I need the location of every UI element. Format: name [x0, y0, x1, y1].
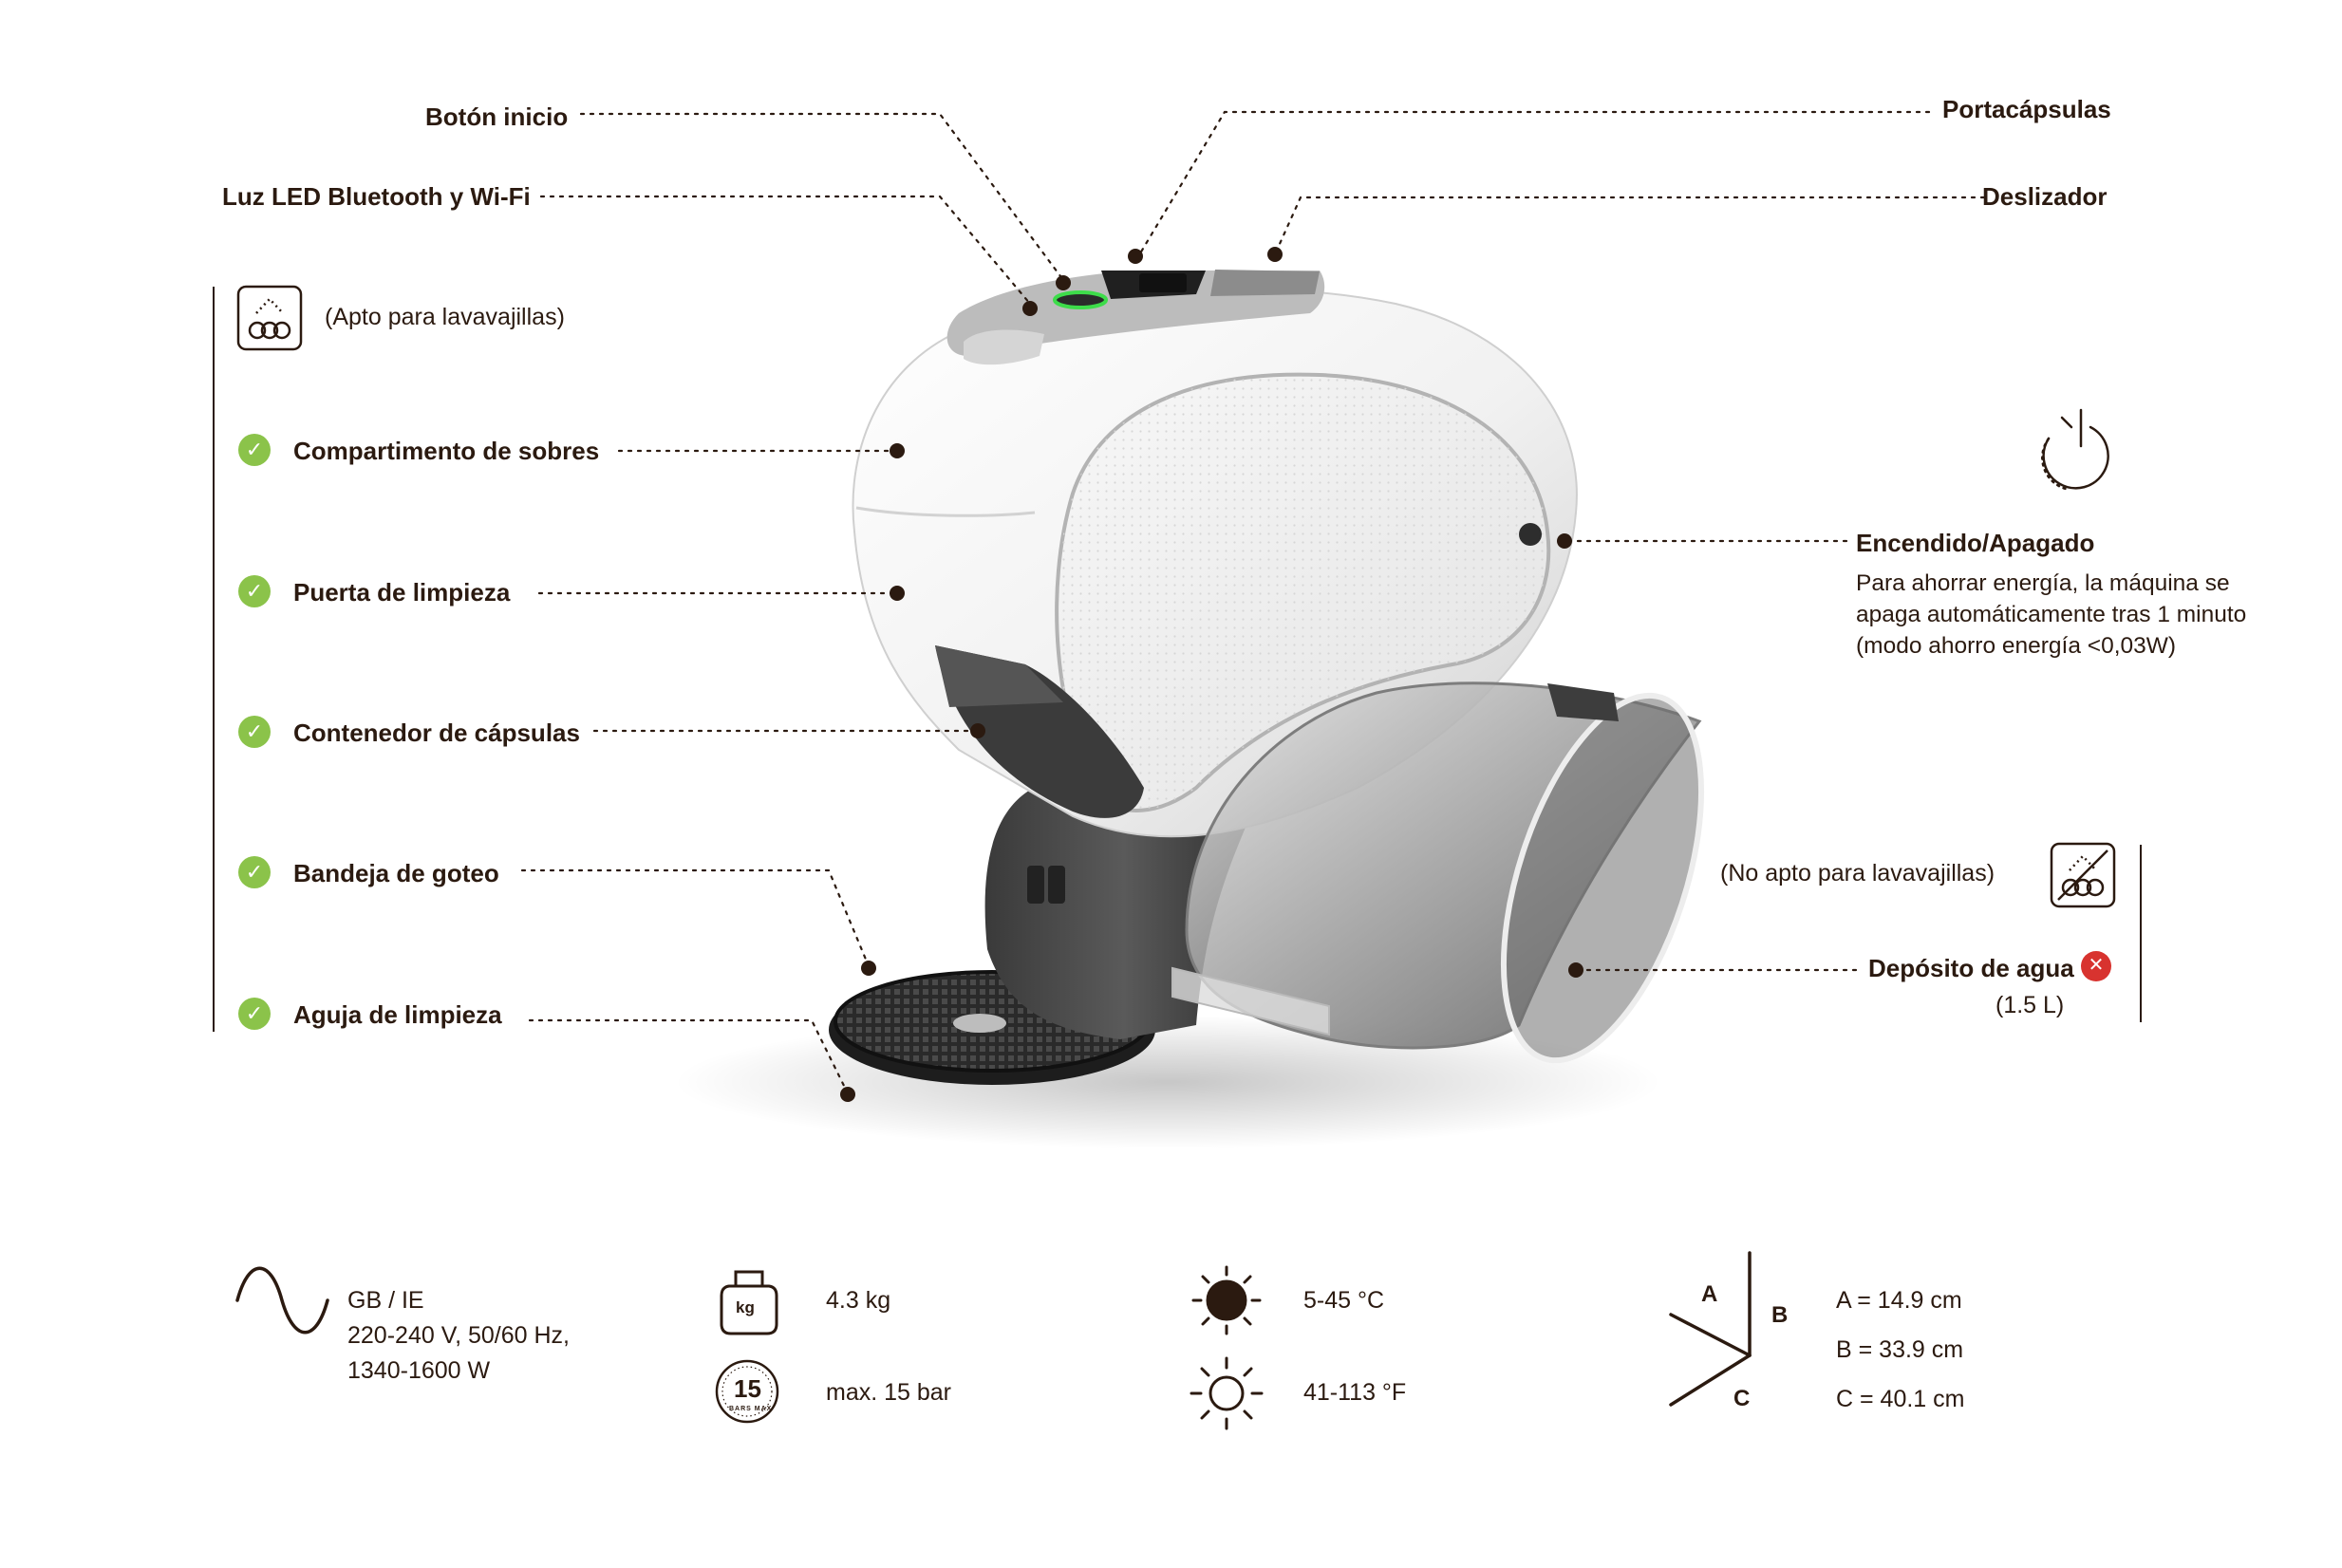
check-icon: ✓	[238, 998, 271, 1030]
spec-dimension-b: B = 33.9 cm	[1836, 1336, 1964, 1363]
leader-lines	[520, 110, 1986, 1095]
leader-capsule-holder	[1135, 110, 1931, 260]
power-description-line-1: Para ahorrar energía, la máquina se	[1856, 570, 2230, 596]
label-slider: Deslizador	[1982, 182, 2108, 211]
dimension-letter-b: B	[1771, 1302, 1789, 1328]
dimension-letter-c: C	[1733, 1386, 1751, 1411]
spec-weight: 4.3 kg	[826, 1287, 891, 1314]
power-timer-icon	[2041, 408, 2109, 491]
pressure-icon	[715, 1359, 779, 1424]
led-ring	[1053, 290, 1108, 309]
spec-dimension-c: C = 40.1 cm	[1836, 1386, 1965, 1412]
spec-dimension-a: A = 14.9 cm	[1836, 1287, 1962, 1314]
cross-icon: ✕	[2081, 951, 2111, 981]
machine-top-illustration	[946, 270, 1325, 365]
label-envelope-compartment: Compartimento de sobres	[293, 437, 600, 465]
dishwasher-safe-icon	[236, 285, 303, 351]
pressure-icon-ring-text: BARS MAX	[729, 1406, 773, 1412]
ac-wave-icon	[235, 1266, 329, 1335]
water-tank-capacity: (1.5 L)	[1995, 992, 2065, 1018]
leader-drip	[520, 868, 871, 968]
floor-shadow	[674, 1016, 1661, 1148]
label-drip-tray: Bandeja de goteo	[293, 859, 499, 887]
leader-start	[579, 112, 1065, 282]
dimension-letter-a: A	[1701, 1281, 1718, 1307]
power-description-line-2: apaga automáticamente tras 1 minuto	[1856, 602, 2247, 627]
label-cleaning-needle: Aguja de limpieza	[293, 1000, 502, 1029]
leader-led	[539, 195, 1032, 306]
power-description-line-3: (modo ahorro energía <0,03W)	[1856, 633, 2177, 659]
leader-dots	[840, 247, 1583, 1102]
sun-outline-icon	[1190, 1356, 1264, 1430]
dimensions-icon	[1669, 1251, 1752, 1407]
label-capsule-holder: Portacápsulas	[1942, 95, 2111, 123]
label-capsule-container: Contenedor de cápsulas	[293, 719, 580, 747]
spec-electrical-2: 220-240 V, 50/60 Hz,	[347, 1322, 570, 1349]
spec-electrical-3: 1340-1600 W	[347, 1357, 491, 1384]
weight-icon	[720, 1270, 778, 1335]
water-tank-illustration	[1171, 681, 1705, 1064]
label-cleaning-door: Puerta de limpieza	[293, 578, 511, 607]
spec-temp-celsius: 5-45 °C	[1303, 1287, 1385, 1314]
check-icon: ✓	[238, 434, 271, 466]
label-start-button: Botón inicio	[425, 103, 569, 131]
weight-icon-label: kg	[736, 1298, 755, 1316]
check-icon: ✓	[238, 856, 271, 888]
dishwasher-safe-note: (Apto para lavavajillas)	[325, 304, 565, 330]
leader-needle	[528, 1018, 850, 1095]
label-water-tank: Depósito de agua	[1868, 954, 2074, 982]
spec-pressure: max. 15 bar	[826, 1379, 952, 1406]
check-icon: ✓	[238, 716, 271, 748]
check-icon: ✓	[238, 575, 271, 607]
label-led-light: Luz LED Bluetooth y Wi-Fi	[222, 182, 531, 211]
sun-filled-icon	[1191, 1265, 1262, 1335]
spec-electrical-1: GB / IE	[347, 1287, 424, 1314]
label-power: Encendido/Apagado	[1856, 529, 2095, 557]
not-dishwasher-safe-icon	[2050, 842, 2116, 908]
pressure-icon-number: 15	[734, 1374, 761, 1403]
leader-slider	[1273, 196, 1986, 256]
not-dishwasher-safe-note: (No apto para lavavajillas)	[1720, 860, 1995, 887]
spec-temp-fahrenheit: 41-113 °F	[1303, 1379, 1407, 1406]
